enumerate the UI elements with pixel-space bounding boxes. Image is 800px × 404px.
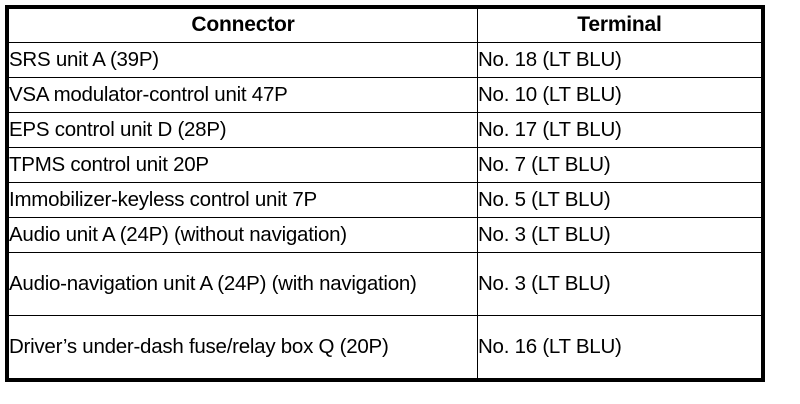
cell-connector: VSA modulator-control unit 47P [6, 77, 478, 113]
cell-connector: TPMS control unit 20P [6, 147, 478, 183]
cell-connector-text: Audio-navigation unit A (24P) (with navi… [9, 271, 417, 295]
table-row: Driver’s under-dash fuse/relay box Q (20… [6, 315, 764, 381]
cell-terminal: No. 10 (LT BLU) [476, 77, 764, 113]
cell-connector: Driver’s under-dash fuse/relay box Q (20… [6, 315, 478, 381]
cell-terminal: No. 16 (LT BLU) [476, 315, 764, 381]
table-row: Audio unit A (24P) (without navigation) … [6, 217, 764, 253]
cell-terminal: No. 3 (LT BLU) [476, 217, 764, 253]
cell-connector: Immobilizer-keyless control unit 7P [6, 182, 478, 218]
table-row: Immobilizer-keyless control unit 7P No. … [6, 182, 764, 218]
table-header-row: Connector Terminal [6, 6, 764, 43]
table-row: VSA modulator-control unit 47P No. 10 (L… [6, 77, 764, 113]
cell-terminal: No. 7 (LT BLU) [476, 147, 764, 183]
connector-terminal-table: Connector Terminal SRS unit A (39P) No. … [5, 5, 765, 382]
column-header-terminal: Terminal [476, 6, 764, 43]
table-row: TPMS control unit 20P No. 7 (LT BLU) [6, 147, 764, 183]
table-body: SRS unit A (39P) No. 18 (LT BLU) VSA mod… [6, 42, 764, 381]
cell-terminal: No. 5 (LT BLU) [476, 182, 764, 218]
cell-connector: Audio unit A (24P) (without navigation) [6, 217, 478, 253]
table-row: SRS unit A (39P) No. 18 (LT BLU) [6, 42, 764, 78]
column-header-connector: Connector [6, 6, 478, 43]
table-row: EPS control unit D (28P) No. 17 (LT BLU) [6, 112, 764, 148]
cell-terminal: No. 17 (LT BLU) [476, 112, 764, 148]
table-header: Connector Terminal [6, 6, 764, 43]
table-row: Audio-navigation unit A (24P) (with navi… [6, 252, 764, 316]
cell-terminal: No. 3 (LT BLU) [476, 252, 764, 316]
cell-terminal: No. 18 (LT BLU) [476, 42, 764, 78]
cell-connector: Audio-navigation unit A (24P) (with navi… [6, 252, 478, 316]
cell-connector: SRS unit A (39P) [6, 42, 478, 78]
cell-connector-text: Driver’s under-dash fuse/relay box Q (20… [9, 334, 389, 358]
cell-connector: EPS control unit D (28P) [6, 112, 478, 148]
